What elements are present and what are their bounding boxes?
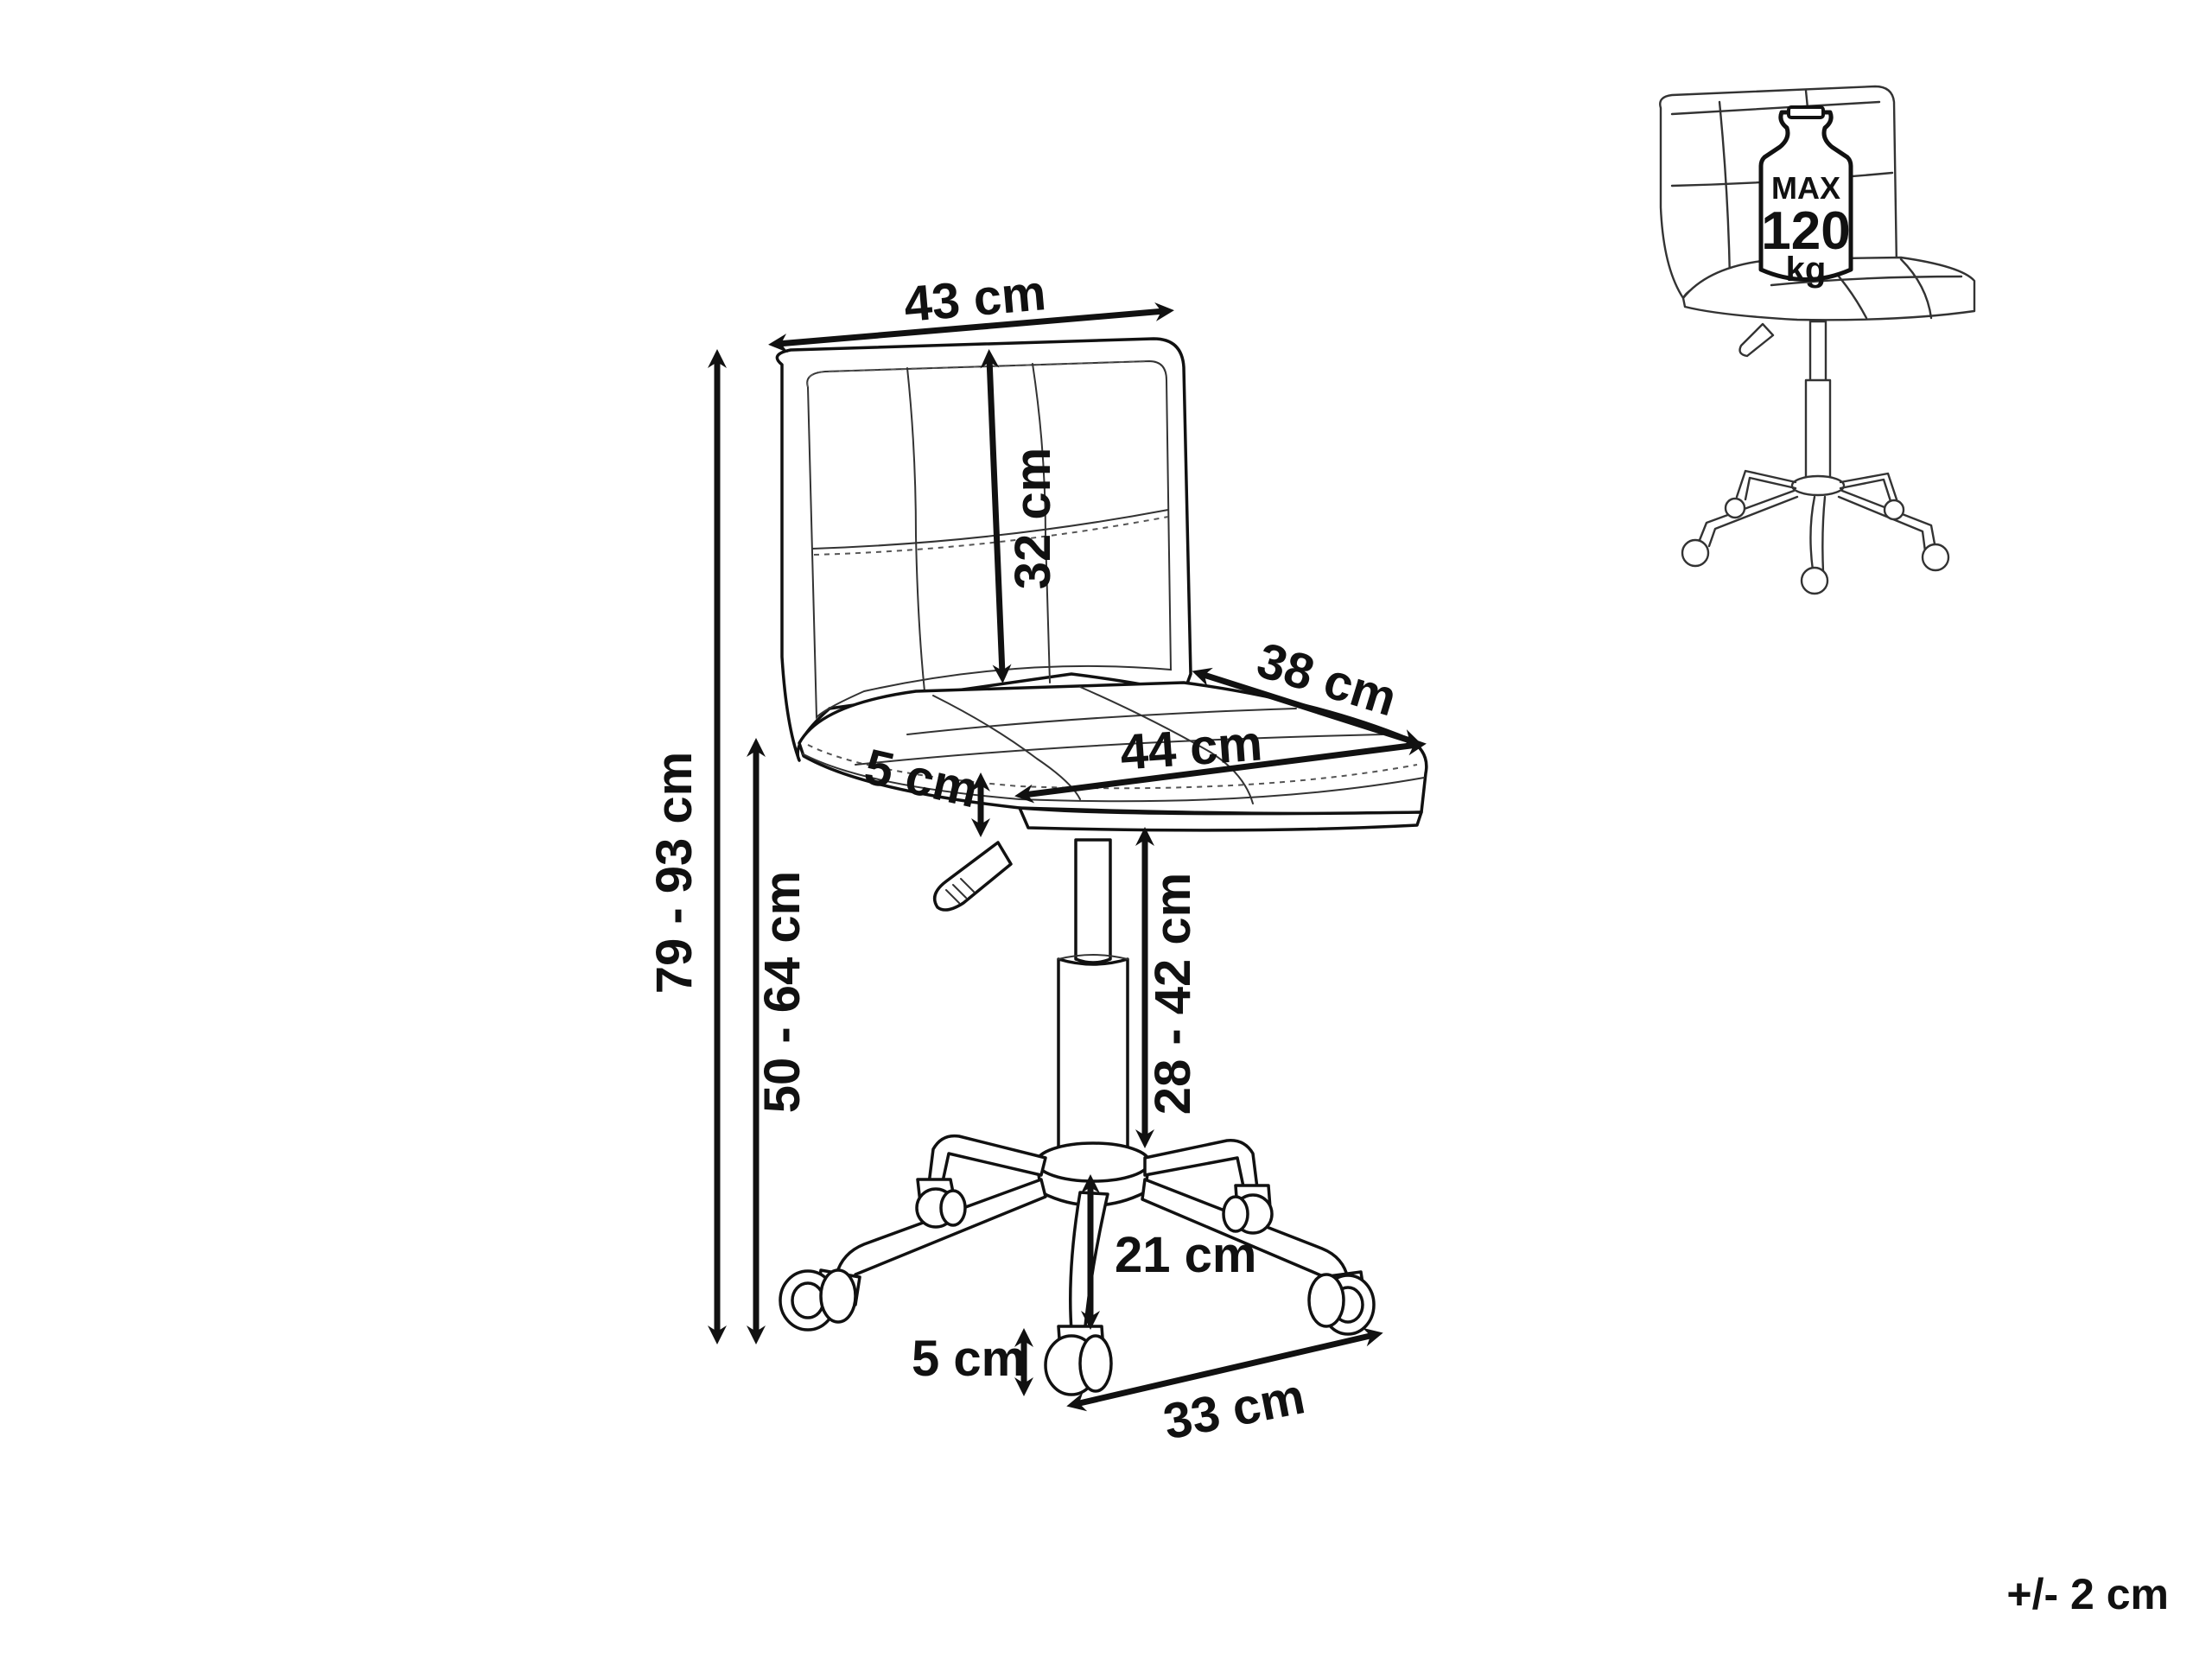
max-load-value: 120 [1761,201,1850,261]
backrest-panel [806,359,1173,720]
tolerance-note: +/- 2 cm [2006,1570,2169,1618]
chair-main [775,337,1428,1396]
arrow-seat-depth [1192,667,1422,748]
label-seat-height: 50 - 64 cm [754,871,810,1114]
arrow-back-height [980,349,1012,683]
label-caster-height: 5 cm [912,1331,1026,1387]
gas-lift-upper [1074,838,1112,964]
caster-back-left [915,1178,967,1229]
weight-icon [1758,105,1853,282]
label-base-leg: 21 cm [1115,1227,1256,1283]
caster-front-right [1307,1270,1376,1336]
label-gas-lift: 28 - 42 cm [1145,873,1201,1116]
max-load-unit: kg [1786,251,1827,289]
gas-lift-cylinder [1057,957,1129,1158]
height-lever [932,841,1013,912]
arrow-base-span [1066,1327,1383,1412]
dimension-arrows [708,302,1427,1412]
max-load-label: MAX [1771,170,1840,206]
arrow-back-width [768,302,1174,353]
arrow-seat-width [1014,736,1427,804]
caster-back-right [1222,1184,1274,1235]
label-seat-width: 44 cm [1118,715,1264,780]
label-back-height: 32 cm [1005,448,1061,589]
caster-front-center [1044,1325,1113,1396]
caster-front-left [779,1268,861,1332]
label-total-height: 79 - 93 cm [646,752,702,995]
label-back-width: 43 cm [902,264,1049,333]
